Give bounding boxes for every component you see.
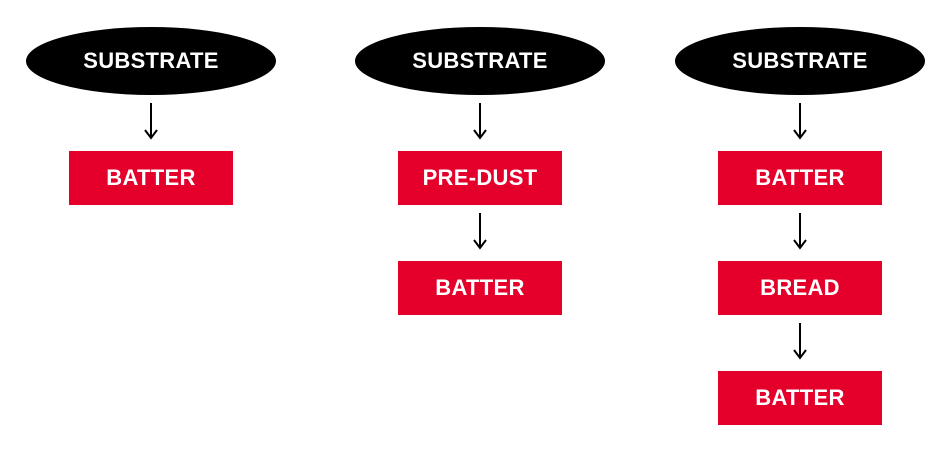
substrate-ellipse: SUBSTRATE: [355, 27, 605, 95]
down-arrow-icon: [790, 319, 810, 363]
step-box: BATTER: [398, 261, 562, 315]
step-box: BATTER: [718, 151, 882, 205]
step-box: BREAD: [718, 261, 882, 315]
step-box: BATTER: [69, 151, 233, 205]
step-box: PRE-DUST: [398, 151, 562, 205]
down-arrow-icon: [790, 209, 810, 253]
down-arrow-icon: [470, 99, 490, 143]
down-arrow-icon: [141, 99, 161, 143]
step-box: BATTER: [718, 371, 882, 425]
down-arrow-icon: [470, 209, 490, 253]
substrate-ellipse: SUBSTRATE: [26, 27, 276, 95]
down-arrow-icon: [790, 99, 810, 143]
substrate-ellipse: SUBSTRATE: [675, 27, 925, 95]
